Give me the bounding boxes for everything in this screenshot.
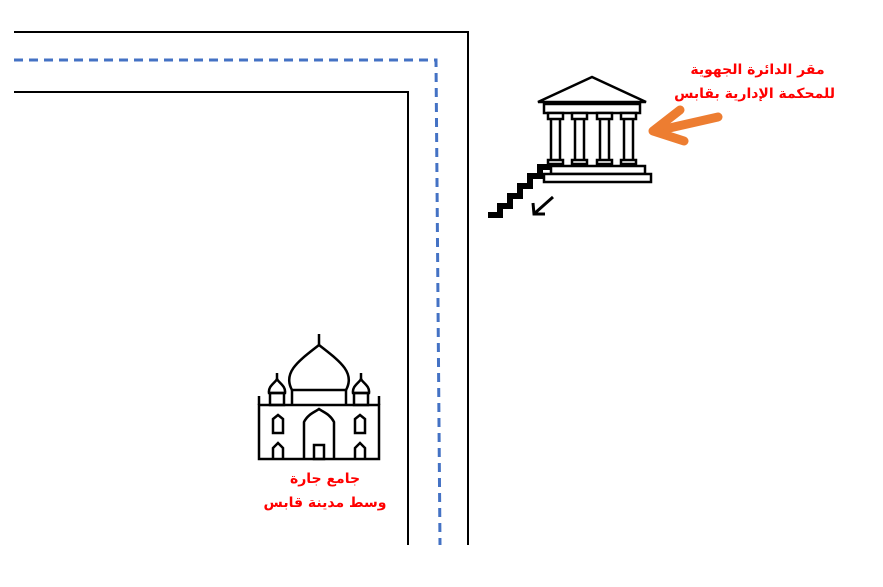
mosque-label-line1: جامع جارة: [289, 471, 361, 487]
mosque-label: جامع جارة وسط مدينة قابس: [250, 467, 400, 515]
courthouse-label-line1: مقر الدائرة الجهوية: [690, 62, 825, 78]
pointer-arrow-icon: [648, 105, 723, 146]
courthouse-label-line2: للمحكمة الإدارية بقابس: [674, 86, 835, 102]
road-center-line: [14, 58, 442, 546]
courthouse-label: مقر الدائرة الجهوية للمحكمة الإدارية بقا…: [674, 58, 835, 106]
down-left-arrow-icon: [531, 195, 554, 216]
road-inner-edge: [14, 91, 409, 545]
road: [14, 31, 469, 546]
courthouse-icon: [537, 75, 653, 184]
stairs-icon: [488, 164, 550, 218]
mosque-icon: [257, 334, 381, 461]
mosque-label-line2: وسط مدينة قابس: [263, 495, 387, 511]
road-outer-edge: [14, 31, 469, 545]
